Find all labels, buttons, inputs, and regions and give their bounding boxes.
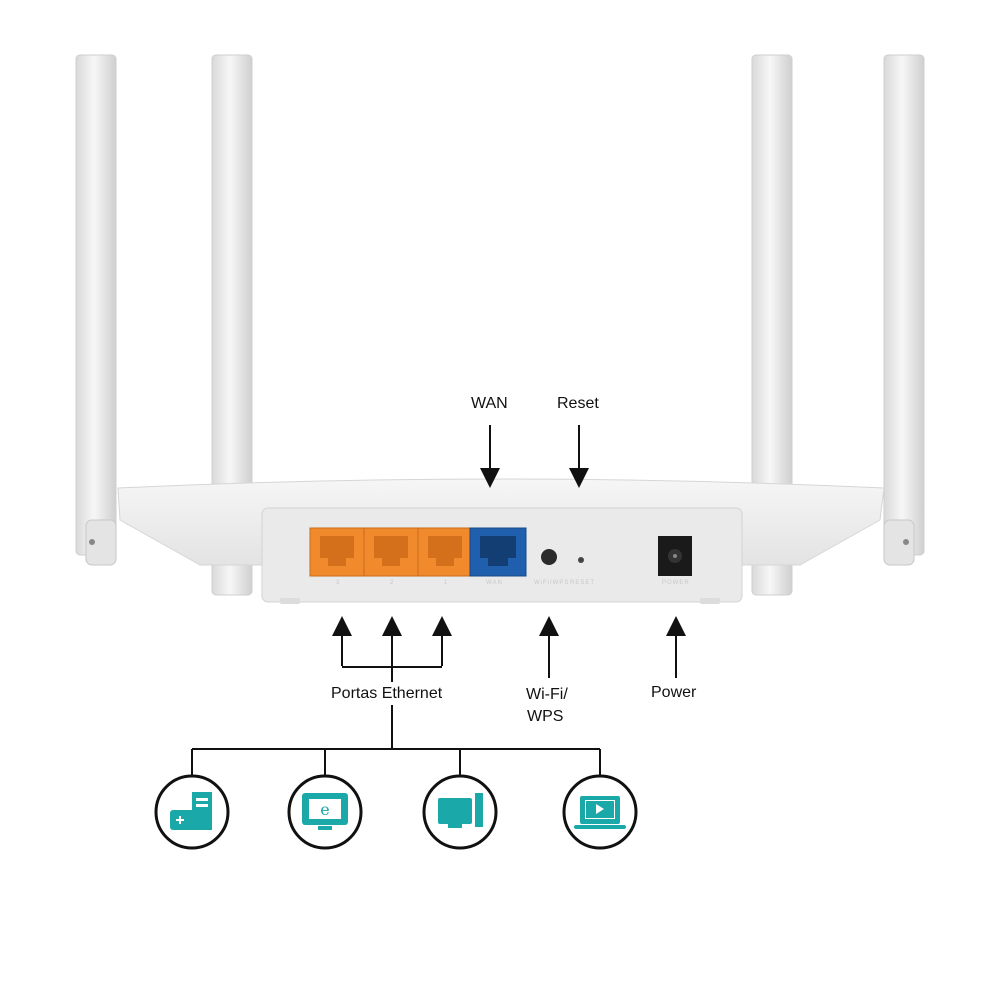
antenna-outer-left bbox=[75, 54, 117, 566]
game-console-icon bbox=[154, 774, 230, 850]
lan3-tag: 3 bbox=[336, 580, 341, 586]
wifi-wps-button bbox=[541, 549, 557, 565]
reset-tag: RESET bbox=[570, 580, 596, 586]
lan-port-3 bbox=[309, 527, 365, 577]
reset-pinhole bbox=[578, 557, 584, 563]
power-jack bbox=[658, 536, 692, 576]
power-tag: POWER bbox=[662, 580, 690, 586]
wifi-label-line2: WPS bbox=[527, 708, 564, 725]
ethernet-label: Portas Ethernet bbox=[331, 685, 443, 702]
wan-label: WAN bbox=[471, 395, 508, 412]
lan2-tag: 2 bbox=[390, 580, 395, 586]
reset-label: Reset bbox=[557, 395, 599, 412]
wifi-wps-tag: WiFi/WPS bbox=[534, 580, 570, 586]
wan-port bbox=[469, 527, 527, 577]
antenna-inner-right bbox=[751, 54, 793, 596]
lan-ports bbox=[309, 527, 473, 577]
lan-port-2 bbox=[363, 527, 419, 577]
wifi-label-line1: Wi-Fi/ bbox=[526, 686, 568, 703]
lan1-tag: 1 bbox=[444, 580, 449, 586]
browser-monitor-icon: e bbox=[287, 774, 363, 850]
desktop-pc-icon bbox=[422, 774, 498, 850]
lan-port-1 bbox=[417, 527, 473, 577]
power-label: Power bbox=[651, 684, 697, 701]
media-laptop-icon bbox=[562, 774, 638, 850]
svg-text:e: e bbox=[320, 800, 329, 819]
device-tree-lines bbox=[191, 705, 601, 776]
antenna-inner-left bbox=[211, 54, 253, 596]
antenna-outer-right bbox=[883, 54, 925, 566]
wan-tag: WAN bbox=[486, 580, 503, 586]
ethernet-arrows bbox=[332, 616, 452, 682]
